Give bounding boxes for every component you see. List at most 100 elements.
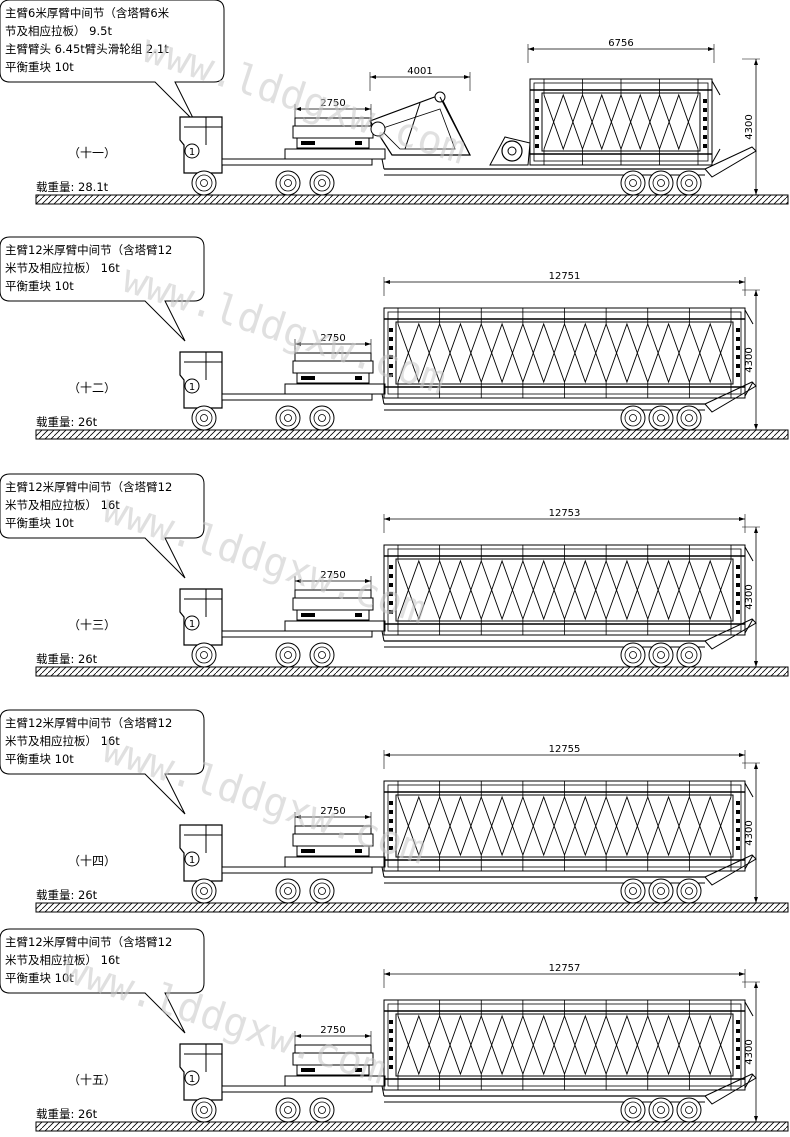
tractor-frame [221, 393, 373, 401]
pin [389, 583, 393, 587]
dimension-value: 2750 [320, 806, 345, 817]
callout-bubble [0, 236, 205, 342]
pin [389, 574, 393, 578]
dimension-arrow [739, 972, 745, 976]
callout-line: 米节及相应拉板） 16t [5, 953, 120, 967]
wheel-hub [284, 651, 292, 659]
cab-body [179, 1043, 223, 1101]
wheel-rim [313, 174, 331, 192]
boom-head [369, 91, 471, 156]
wheel-hub [318, 1106, 326, 1114]
gooseneck [381, 393, 385, 405]
wheel-hub [284, 179, 292, 187]
counterweight-block [296, 609, 370, 621]
boom-section [383, 544, 754, 636]
dimension-vertical: 4300 [742, 981, 760, 1122]
wheel-rim [313, 1101, 331, 1119]
cab-body [179, 588, 223, 646]
boom-head-inner [379, 108, 456, 150]
counterweight-block [292, 125, 374, 139]
block-marker [355, 376, 362, 380]
wheel-rim [195, 646, 213, 664]
boom-lug [744, 618, 754, 634]
wheel-rim [279, 1101, 297, 1119]
gooseneck [381, 158, 385, 170]
cab-body [179, 824, 223, 882]
axle-number-circle [184, 851, 200, 867]
load-capacity: 载重量: 28.1t [36, 180, 109, 194]
counterweight-block [294, 117, 372, 127]
pin [389, 1056, 393, 1060]
dimension-arrow [384, 280, 390, 284]
wheel-hub [685, 179, 693, 187]
dimension-value: 2750 [320, 98, 345, 109]
tractor-frame [221, 866, 373, 874]
boom-section [383, 307, 754, 399]
sheave [370, 121, 386, 137]
lattice-bracing [397, 1014, 732, 1076]
boom-lug [744, 782, 754, 798]
callout-line: 主臂6米厚臂中间节（含塔臂6米 [5, 6, 170, 20]
wheel-hub [284, 1106, 292, 1114]
pin [389, 601, 393, 605]
callout-line: 米节及相应拉板） 16t [5, 498, 120, 512]
pin [703, 117, 707, 121]
pin [389, 373, 393, 377]
fifth-wheel-plate [284, 620, 386, 632]
boom-lug [744, 1001, 754, 1017]
pin [389, 801, 393, 805]
wheel [648, 642, 674, 668]
wheel-hub [200, 651, 208, 659]
load-capacity: 载重量: 26t [36, 652, 98, 666]
pin [736, 837, 740, 841]
ground-hatch [35, 902, 789, 913]
pin [736, 819, 740, 823]
lattice-bracing [397, 559, 732, 621]
load-capacity: 载重量: 26t [36, 1107, 98, 1121]
wheel-rim [680, 646, 698, 664]
dimension-value: 4300 [744, 820, 755, 845]
boom-lug [744, 381, 754, 397]
wheel [648, 405, 674, 431]
fifth-wheel-plate [284, 856, 386, 868]
pin [389, 1065, 393, 1069]
tractor-cab: 1 [179, 116, 373, 196]
wheel-rim [279, 882, 297, 900]
lowbed-trailer [370, 146, 757, 196]
dimension-horizontal: 2750 [294, 806, 372, 831]
dimension-arrow [754, 763, 758, 769]
pin [703, 135, 707, 139]
pin [389, 610, 393, 614]
lowbed-trailer [370, 1073, 757, 1123]
dimension-arrow [708, 47, 714, 51]
wheel-hub [200, 887, 208, 895]
wheel-hub [629, 1106, 637, 1114]
pin [736, 583, 740, 587]
wheel [620, 1097, 646, 1123]
wheel [191, 642, 217, 668]
counterweight-block [294, 1044, 372, 1054]
callout-line: 主臂臂头 6.45t臂头滑轮组 2.1t [5, 42, 169, 56]
dimension-arrow [295, 107, 301, 111]
dimension-horizontal: 2750 [294, 570, 372, 595]
dimension-arrow [754, 290, 758, 296]
gooseneck [381, 630, 385, 642]
wheel-rim [195, 882, 213, 900]
pin [736, 337, 740, 341]
wheel [309, 170, 335, 196]
counterweight-stack [284, 825, 386, 868]
callout-bubble [0, 709, 205, 815]
counterweight-block [296, 1064, 370, 1076]
dimension-arrow [365, 1034, 371, 1038]
lattice-bracing [397, 322, 732, 384]
pin [535, 144, 539, 148]
wheel-hub [657, 1106, 665, 1114]
wheel-rim [680, 882, 698, 900]
wheel-hub [657, 651, 665, 659]
lowbed-trailer [370, 854, 757, 904]
pin [736, 1038, 740, 1042]
wheel-hub [685, 651, 693, 659]
dimension-horizontal: 2750 [294, 1025, 372, 1050]
dimension-arrow [295, 342, 301, 346]
fifth-wheel-plate [284, 1075, 386, 1087]
